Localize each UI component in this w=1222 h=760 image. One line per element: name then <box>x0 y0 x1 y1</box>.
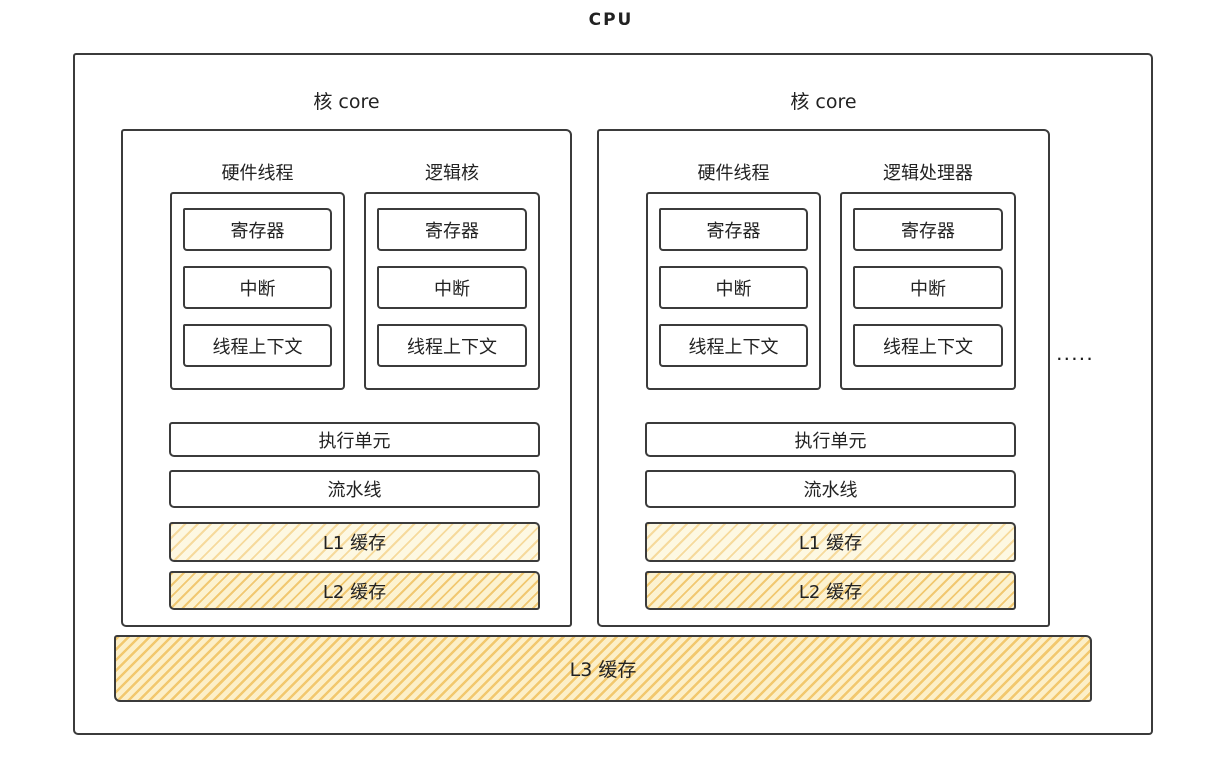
registers-box: 寄存器 <box>377 208 527 251</box>
cpu-box: 核 core 硬件线程 逻辑核 寄存器 中断 线程上下文 寄存器 中断 线程上下… <box>73 53 1153 735</box>
logical-core-box: 寄存器 中断 线程上下文 <box>364 192 540 390</box>
interrupt-box: 中断 <box>377 266 527 309</box>
registers-box: 寄存器 <box>853 208 1003 251</box>
core-title: 核 core <box>790 91 857 113</box>
more-cores-ellipsis: ····· <box>1057 352 1095 366</box>
registers-box: 寄存器 <box>183 208 332 251</box>
core-box: 硬件线程 逻辑核 寄存器 中断 线程上下文 寄存器 中断 线程上下文 执行单元 … <box>121 129 572 627</box>
pipeline-box: 流水线 <box>645 470 1016 508</box>
execution-unit-box: 执行单元 <box>645 422 1016 457</box>
l1-cache-box: L1 缓存 <box>645 522 1016 562</box>
l3-cache-box: L3 缓存 <box>114 635 1092 702</box>
l1-cache-box: L1 缓存 <box>169 522 540 562</box>
interrupt-box: 中断 <box>183 266 332 309</box>
logical-processor-label: 逻辑处理器 <box>883 163 973 184</box>
hardware-thread-box: 寄存器 中断 线程上下文 <box>170 192 345 390</box>
diagram-title: CPU <box>588 10 634 30</box>
thread-context-box: 线程上下文 <box>853 324 1003 367</box>
execution-unit-box: 执行单元 <box>169 422 540 457</box>
thread-context-box: 线程上下文 <box>377 324 527 367</box>
registers-box: 寄存器 <box>659 208 808 251</box>
logical-core-label: 逻辑核 <box>425 163 479 184</box>
core-title: 核 core <box>313 91 380 113</box>
core-box: 硬件线程 逻辑处理器 寄存器 中断 线程上下文 寄存器 中断 线程上下文 执行单… <box>597 129 1050 627</box>
pipeline-box: 流水线 <box>169 470 540 508</box>
hardware-thread-label: 硬件线程 <box>697 163 770 184</box>
logical-processor-box: 寄存器 中断 线程上下文 <box>840 192 1016 390</box>
thread-context-box: 线程上下文 <box>659 324 808 367</box>
thread-context-box: 线程上下文 <box>183 324 332 367</box>
hardware-thread-box: 寄存器 中断 线程上下文 <box>646 192 821 390</box>
l2-cache-box: L2 缓存 <box>645 571 1016 610</box>
interrupt-box: 中断 <box>659 266 808 309</box>
interrupt-box: 中断 <box>853 266 1003 309</box>
hardware-thread-label: 硬件线程 <box>221 163 294 184</box>
l2-cache-box: L2 缓存 <box>169 571 540 610</box>
